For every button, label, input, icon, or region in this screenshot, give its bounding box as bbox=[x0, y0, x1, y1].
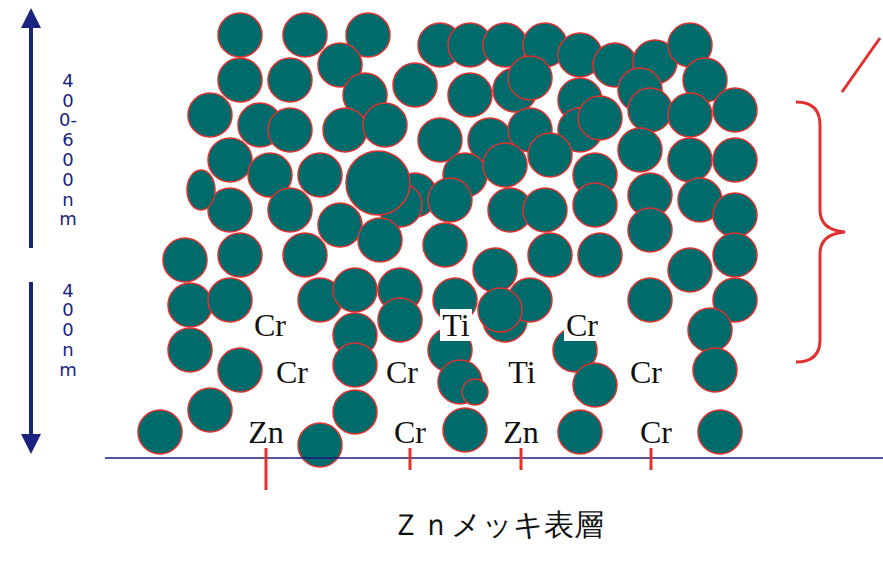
arrow-head bbox=[21, 8, 41, 28]
particle bbox=[713, 138, 757, 182]
element-label: Cr bbox=[252, 309, 288, 341]
particle bbox=[668, 248, 712, 292]
arrow-head bbox=[21, 434, 41, 454]
particle bbox=[448, 73, 492, 117]
particle bbox=[218, 58, 262, 102]
particle bbox=[168, 283, 212, 327]
particle bbox=[698, 410, 742, 454]
particle bbox=[358, 218, 402, 262]
particle bbox=[523, 188, 567, 232]
element-label: Cr bbox=[384, 356, 420, 388]
particle bbox=[573, 183, 617, 227]
particle bbox=[163, 238, 207, 282]
particle bbox=[218, 348, 262, 392]
element-label: Ti bbox=[440, 309, 471, 341]
particle bbox=[168, 328, 212, 372]
element-label: Cr bbox=[274, 356, 310, 388]
particle bbox=[668, 93, 712, 137]
particle bbox=[218, 13, 262, 57]
particle bbox=[473, 248, 517, 292]
particle bbox=[283, 13, 327, 57]
dimension-arrow bbox=[29, 282, 33, 440]
particle bbox=[268, 58, 312, 102]
particle bbox=[618, 128, 662, 172]
particle bbox=[218, 233, 262, 277]
particle bbox=[478, 288, 522, 332]
particle bbox=[628, 88, 672, 132]
particle bbox=[188, 93, 232, 137]
particle bbox=[333, 268, 377, 312]
dimension-arrow bbox=[29, 20, 33, 248]
particle bbox=[283, 233, 327, 277]
particle bbox=[138, 410, 182, 454]
particle bbox=[462, 379, 488, 405]
particle bbox=[298, 423, 342, 467]
particle bbox=[713, 233, 757, 277]
element-label: Cr bbox=[392, 416, 428, 448]
particle bbox=[688, 308, 732, 352]
element-label: Ti bbox=[506, 356, 537, 388]
particle bbox=[558, 410, 602, 454]
particle bbox=[363, 103, 407, 147]
particle bbox=[668, 138, 712, 182]
particle bbox=[208, 278, 252, 322]
particle bbox=[298, 153, 342, 197]
particle bbox=[713, 193, 757, 237]
particle bbox=[393, 63, 437, 107]
particle bbox=[423, 223, 467, 267]
layer-bracket bbox=[796, 102, 845, 362]
particle bbox=[346, 151, 410, 215]
particle bbox=[578, 96, 622, 140]
particle bbox=[573, 363, 617, 407]
particle bbox=[713, 88, 757, 132]
particle bbox=[378, 298, 422, 342]
particle bbox=[508, 56, 552, 100]
leader-line bbox=[842, 38, 880, 92]
element-label: Cr bbox=[564, 309, 600, 341]
dimension-label: 400nm bbox=[59, 281, 77, 380]
particle bbox=[528, 133, 572, 177]
element-label: Cr bbox=[628, 356, 664, 388]
particle bbox=[318, 203, 362, 247]
element-label: Cr bbox=[638, 416, 674, 448]
element-label: Zn bbox=[246, 416, 286, 448]
particle bbox=[268, 108, 312, 152]
particle bbox=[268, 188, 312, 232]
particle bbox=[208, 138, 252, 182]
particle bbox=[323, 108, 367, 152]
particle bbox=[628, 278, 672, 322]
particle bbox=[428, 178, 472, 222]
dimension-label: 400-600nm bbox=[59, 71, 77, 229]
particle bbox=[693, 348, 737, 392]
substrate-line bbox=[105, 457, 883, 459]
caption: Ｚｎメッキ表層 bbox=[391, 505, 604, 546]
particle bbox=[528, 233, 572, 277]
particle bbox=[333, 390, 377, 434]
particle-group bbox=[138, 13, 757, 467]
particle bbox=[483, 143, 527, 187]
particle bbox=[333, 343, 377, 387]
particle bbox=[578, 233, 622, 277]
element-label: Zn bbox=[501, 416, 541, 448]
particle bbox=[443, 408, 487, 452]
red-ticks bbox=[266, 444, 651, 490]
particle bbox=[188, 388, 232, 432]
particle bbox=[187, 170, 215, 210]
particle bbox=[628, 208, 672, 252]
